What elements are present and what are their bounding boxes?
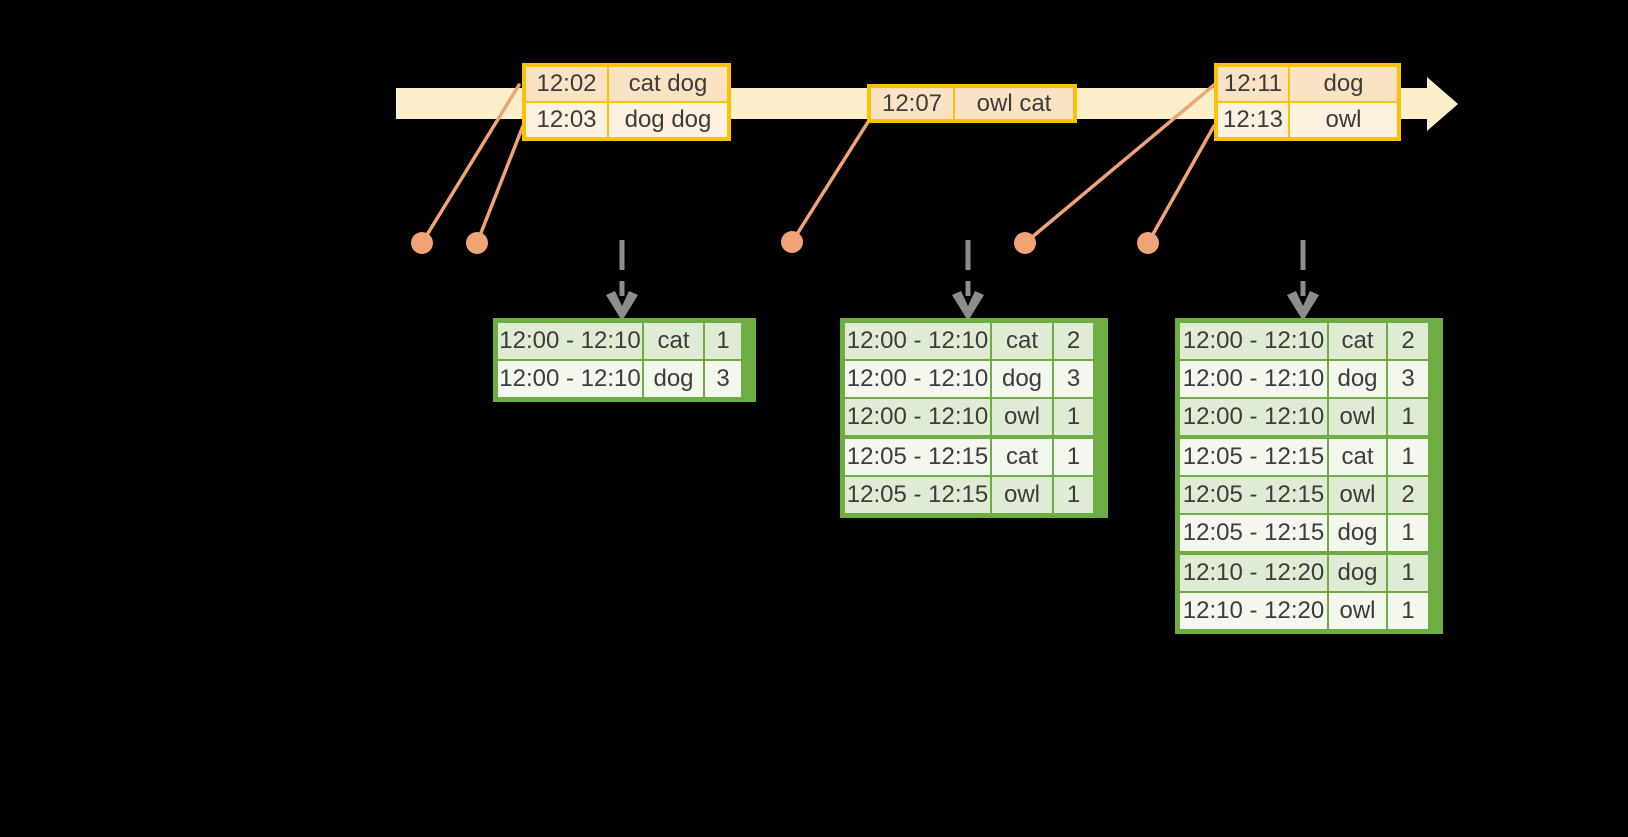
event-time-cell: 12:07 <box>871 88 953 119</box>
connector-line <box>790 120 870 244</box>
result-window-cell: 12:05 - 12:15 <box>1180 515 1327 551</box>
result-count-cell: 3 <box>1054 361 1093 397</box>
trigger-arrowhead-icon <box>952 291 984 321</box>
event-words-cell: dog <box>1290 67 1397 101</box>
result-count-cell: 1 <box>1054 439 1093 475</box>
result-word-cell: dog <box>1329 515 1386 551</box>
result-window-cell: 12:00 - 12:10 <box>845 323 990 359</box>
result-word-cell: dog <box>644 361 703 397</box>
result-word-cell: owl <box>1329 593 1386 629</box>
result-window-cell: 12:05 - 12:15 <box>845 439 990 475</box>
result-word-cell: owl <box>992 477 1052 513</box>
result-window-cell: 12:00 - 12:10 <box>1180 399 1327 435</box>
result-window-cell: 12:00 - 12:10 <box>1180 361 1327 397</box>
result-window-cell: 12:00 - 12:10 <box>498 323 642 359</box>
event-words-cell: owl <box>1290 103 1397 137</box>
event-dot <box>1137 232 1159 254</box>
trigger-arrowhead-icon <box>1287 291 1319 321</box>
event-dot <box>781 231 803 253</box>
result-count-cell: 1 <box>1388 515 1428 551</box>
event-words-cell: dog dog <box>609 103 727 137</box>
result-word-cell: cat <box>1329 323 1386 359</box>
result-window-cell: 12:00 - 12:10 <box>498 361 642 397</box>
event-dot <box>466 232 488 254</box>
result-word-cell: cat <box>992 323 1052 359</box>
connector-line <box>1146 124 1216 245</box>
timeline-arrowhead-icon <box>1427 77 1458 131</box>
result-count-cell: 1 <box>1388 399 1428 435</box>
result-count-cell: 1 <box>1054 477 1093 513</box>
result-word-cell: cat <box>1329 439 1386 475</box>
result-word-cell: dog <box>992 361 1052 397</box>
event-time-cell: 12:13 <box>1218 103 1288 137</box>
result-word-cell: dog <box>1329 361 1386 397</box>
event-dot <box>411 232 433 254</box>
result-count-cell: 2 <box>1054 323 1093 359</box>
result-window-cell: 12:05 - 12:15 <box>1180 439 1327 475</box>
result-count-cell: 3 <box>1388 361 1428 397</box>
result-word-cell: cat <box>644 323 703 359</box>
event-time-cell: 12:11 <box>1218 67 1288 101</box>
result-window-cell: 12:05 - 12:15 <box>1180 477 1327 513</box>
event-dot <box>1014 232 1036 254</box>
connector-line <box>475 124 525 245</box>
result-window-cell: 12:00 - 12:10 <box>845 361 990 397</box>
result-word-cell: dog <box>1329 555 1386 591</box>
result-word-cell: owl <box>992 399 1052 435</box>
event-words-cell: cat dog <box>609 67 727 101</box>
result-count-cell: 1 <box>705 323 741 359</box>
result-count-cell: 1 <box>1388 555 1428 591</box>
result-count-cell: 3 <box>705 361 741 397</box>
connector-line <box>420 83 521 245</box>
result-count-cell: 1 <box>1054 399 1093 435</box>
event-time-cell: 12:02 <box>526 67 607 101</box>
result-count-cell: 1 <box>1388 593 1428 629</box>
result-count-cell: 2 <box>1388 323 1428 359</box>
result-window-cell: 12:05 - 12:15 <box>845 477 990 513</box>
trigger-arrowhead-icon <box>606 291 638 321</box>
result-word-cell: owl <box>1329 399 1386 435</box>
result-count-cell: 2 <box>1388 477 1428 513</box>
result-count-cell: 1 <box>1388 439 1428 475</box>
result-window-cell: 12:00 - 12:10 <box>845 399 990 435</box>
event-time-cell: 12:03 <box>526 103 607 137</box>
result-window-cell: 12:10 - 12:20 <box>1180 555 1327 591</box>
connector-line <box>1023 83 1216 245</box>
result-word-cell: owl <box>1329 477 1386 513</box>
event-words-cell: owl cat <box>955 88 1073 119</box>
result-word-cell: cat <box>992 439 1052 475</box>
result-window-cell: 12:10 - 12:20 <box>1180 593 1327 629</box>
result-window-cell: 12:00 - 12:10 <box>1180 323 1327 359</box>
